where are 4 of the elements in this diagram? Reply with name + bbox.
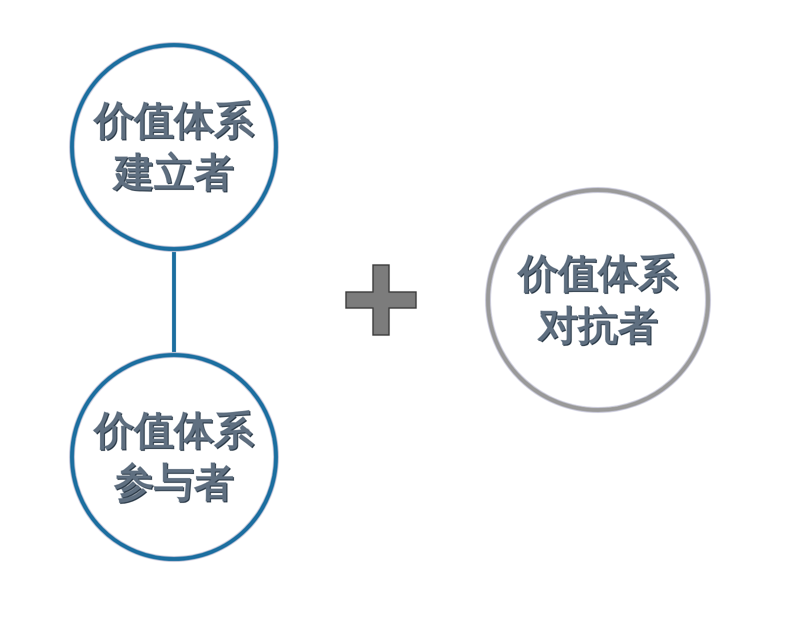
connector-line — [172, 251, 176, 353]
node-label: 价值体系对抗者 — [516, 250, 679, 351]
node-label: 价值体系建立者 — [92, 97, 255, 198]
node-label: 价值体系参与者 — [92, 407, 255, 508]
